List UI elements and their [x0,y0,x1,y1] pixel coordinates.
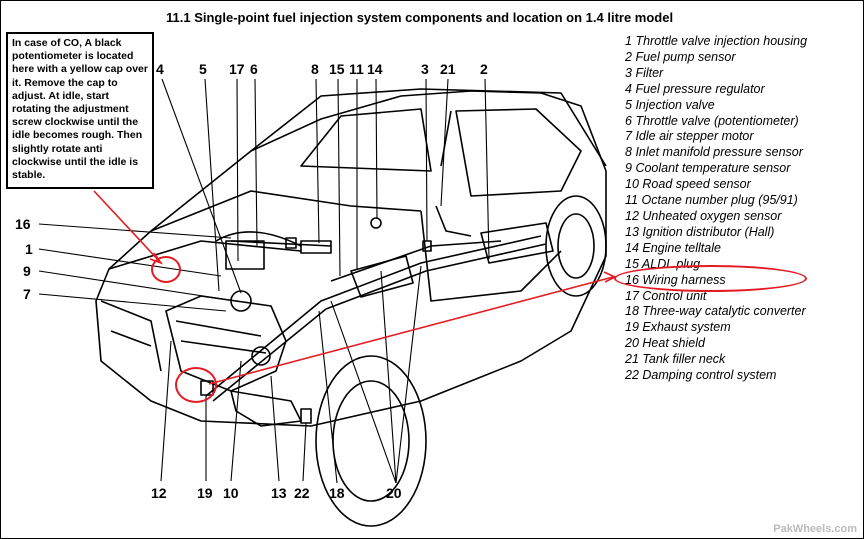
legend-text: Ignition distributor (Hall) [642,224,775,239]
legend-number: 1 [625,34,632,48]
legend-number: 22 [625,368,639,383]
legend-number: 21 [625,352,639,367]
legend-item: 4 Fuel pressure regulator [625,82,857,98]
callout-numbers: 4 5 17 6 8 15 11 14 3 21 2 16 1 9 7 12 1… [15,61,488,501]
legend-item: 20 Heat shield [625,336,857,352]
legend-number: 7 [625,129,632,144]
legend-text: Coolant temperature sensor [635,161,791,176]
legend-number: 6 [625,113,632,128]
legend-text: Throttle valve (potentiometer) [635,113,799,128]
legend-item: 7 Idle air stepper motor [625,129,857,145]
legend-item: 17 Control unit [625,289,857,305]
oxygen-sensor-highlight [175,367,217,403]
legend-item: 8 Inlet manifold pressure sensor [625,145,812,161]
callout-10: 10 [223,485,239,501]
callout-22: 22 [294,485,310,501]
legend-item: 13 Ignition distributor (Hall) [625,225,857,241]
callout-3: 3 [421,61,429,77]
legend-number: 12 [625,208,639,223]
legend-number: 11 [625,193,638,208]
legend-number: 13 [625,224,639,239]
co-adjustment-note: In case of CO, A black potentiometer is … [6,32,154,189]
legend-text: Filter [635,65,664,80]
diagram-title: 11.1 Single-point fuel injection system … [166,10,674,25]
legend-item: 22 Damping control system [625,368,857,384]
callout-4: 4 [156,61,164,77]
callout-12: 12 [151,485,167,501]
legend-item: 18 Three-way catalytic converter [625,304,812,320]
legend-item: 5 Injection valve [625,98,857,114]
legend-number: 18 [625,304,639,319]
legend-item: 14 Engine telltale [625,241,857,257]
callout-6: 6 [250,61,258,77]
callout-7: 7 [23,286,31,302]
callout-16: 16 [15,216,31,232]
legend-number: 17 [625,288,639,303]
callout-15: 15 [329,61,345,77]
callout-8: 8 [311,61,319,77]
callout-13: 13 [271,485,287,501]
legend-text: Idle air stepper motor [635,129,754,144]
potentiometer-highlight [151,256,181,283]
legend-item: 12 Unheated oxygen sensor [625,209,857,225]
legend-text: Unheated oxygen sensor [642,208,782,223]
legend-item-12-highlight [614,265,807,292]
legend-number: 14 [625,240,639,255]
legend-text: Fuel pump sensor [635,49,736,64]
legend-text: Heat shield [642,336,705,351]
legend-text: Control unit [642,288,707,303]
legend-item: 11 Octane number plug (95/91) [625,193,812,209]
legend-number: 4 [625,81,632,96]
legend-item: 19 Exhaust system [625,320,857,336]
callout-20: 20 [386,485,402,501]
legend-item: 3 Filter [625,66,857,82]
legend-number: 10 [625,177,639,192]
watermark: PakWheels.com [773,523,857,535]
legend-item: 9 Coolant temperature sensor [625,161,857,177]
legend-text: Engine telltale [642,240,721,255]
leader-lines [38,78,490,484]
callout-1: 1 [25,241,33,257]
legend-text: Tank filler neck [642,352,726,367]
legend-text: Damping control system [642,368,777,383]
legend-item: 21 Tank filler neck [625,352,857,368]
legend-text: Road speed sensor [642,177,751,192]
callout-14: 14 [367,61,383,77]
legend-item: 6 Throttle valve (potentiometer) [625,114,812,130]
callout-5: 5 [199,61,207,77]
legend-number: 19 [625,320,639,335]
legend-item: 10 Road speed sensor [625,177,857,193]
legend-number: 8 [625,145,632,160]
legend-item: 2 Fuel pump sensor [625,50,857,66]
callout-9: 9 [23,263,31,279]
legend-number: 20 [625,336,639,351]
legend-text: Three-way catalytic converter [642,304,806,319]
legend-number: 5 [625,97,632,112]
legend-number: 15 [625,256,639,271]
callout-17: 17 [229,61,245,77]
callout-21: 21 [440,61,456,77]
legend-text: Inlet manifold pressure sensor [635,145,803,160]
car-outline [95,88,607,527]
legend-text: Exhaust system [642,320,731,335]
legend-text: Injection valve [635,97,715,112]
legend-number: 9 [625,161,632,176]
legend-text: Throttle valve injection housing [635,34,808,48]
callout-11: 11 [349,61,364,77]
legend-text: Octane number plug (95/91) [641,193,798,208]
legend-text: Fuel pressure regulator [635,81,765,96]
legend-number: 2 [625,49,632,64]
callout-2: 2 [480,61,488,77]
legend-item: 1 Throttle valve injection housing [625,34,812,50]
callout-18: 18 [329,485,345,501]
legend-number: 3 [625,65,632,80]
callout-19: 19 [197,485,213,501]
